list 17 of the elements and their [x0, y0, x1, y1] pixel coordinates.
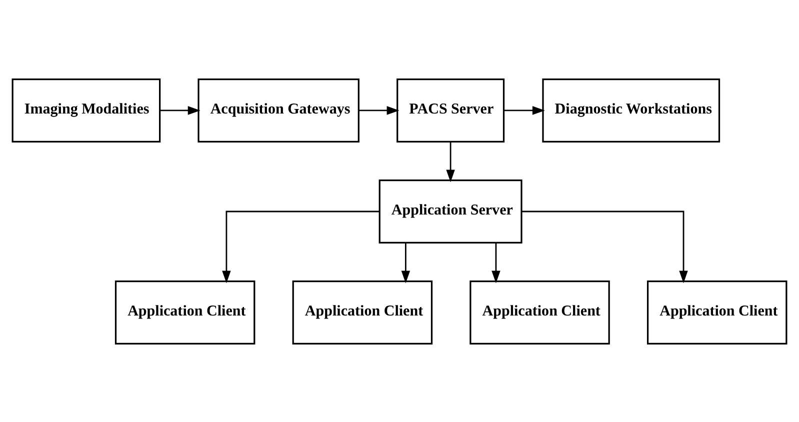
node-box: PACS Server — [396, 78, 505, 142]
node-box: Application Client — [114, 280, 256, 344]
node-box: Application Client — [470, 280, 610, 344]
arrow — [522, 210, 688, 283]
node-box: Application Server — [378, 179, 522, 243]
arrow — [504, 106, 545, 114]
arrow — [446, 141, 455, 182]
arrow — [222, 210, 380, 283]
arrow — [401, 242, 410, 283]
arrow — [359, 106, 400, 114]
node-box: Diagnostic Workstations — [542, 78, 720, 142]
node-box: Application Client — [646, 280, 788, 344]
node-box: Acquisition Gateways — [198, 78, 360, 142]
arrow — [492, 242, 500, 283]
node-box: Imaging Modalities — [12, 78, 161, 142]
arrow — [160, 106, 200, 114]
node-box: Application Client — [292, 280, 433, 344]
